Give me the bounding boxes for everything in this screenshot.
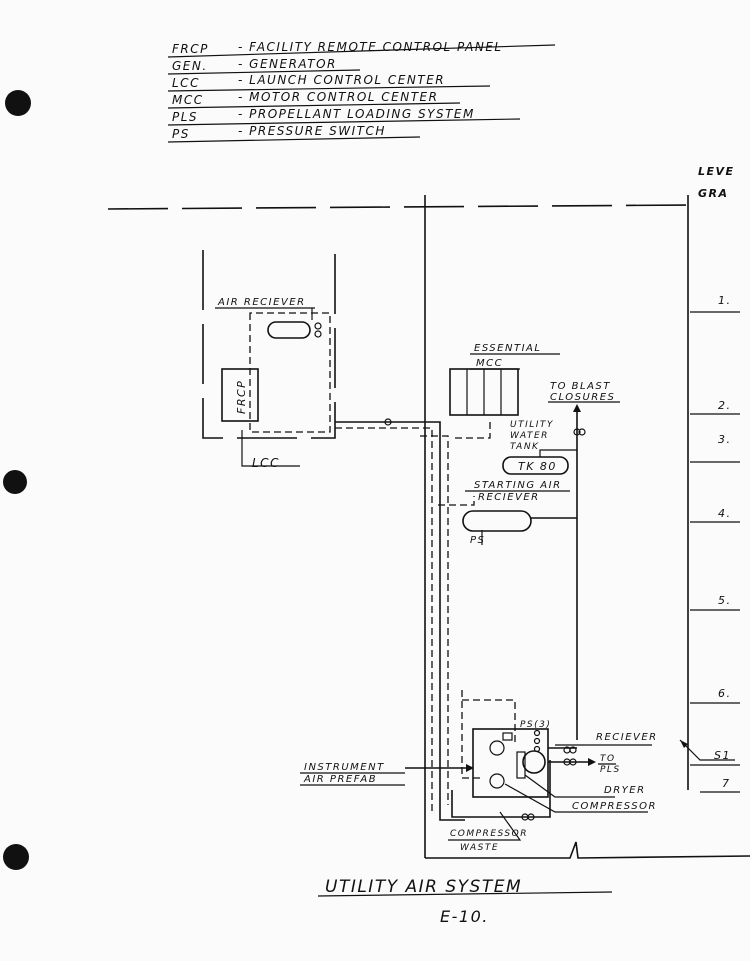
legend-abbr: PS xyxy=(172,127,190,141)
frcp-panel xyxy=(221,368,259,422)
level-label: 2. xyxy=(718,399,732,412)
level-header: GRA xyxy=(698,187,729,200)
abbreviation-legend: FRCP - FACILITY REMOTE CONTROL PANEL GEN… xyxy=(167,40,556,143)
starting-air-receiver xyxy=(462,510,532,532)
starting-receiver-label: RECIEVER xyxy=(478,492,540,503)
lcc-label: LCC xyxy=(252,456,280,470)
air-prefab-label: AIR PREFAB xyxy=(303,774,377,785)
legend-abbr: PLS xyxy=(172,110,198,124)
instrument-label: INSTRUMENT xyxy=(304,762,385,773)
legend-meaning: - PROPELLANT LOADING SYSTEM xyxy=(238,107,475,121)
dryer xyxy=(516,751,526,779)
ps3-label: PS(3) xyxy=(520,720,551,730)
legend-meaning: - MOTOR CONTROL CENTER xyxy=(238,90,438,104)
dryer-label: DRYER xyxy=(604,785,646,796)
binder-hole xyxy=(3,844,29,870)
legend-abbr: FRCP xyxy=(172,42,209,56)
to-label: TO xyxy=(600,754,616,764)
binder-hole xyxy=(5,90,31,116)
tank-label: TANK xyxy=(510,442,539,452)
page-number: E-10. xyxy=(440,907,489,926)
air-receiver-tank xyxy=(267,321,311,339)
legend-meaning: - FACILITY REMOTE CONTROL PANEL xyxy=(238,40,503,54)
utility-label: UTILITY xyxy=(510,420,554,430)
legend-meaning: - LAUNCH CONTROL CENTER xyxy=(238,73,445,87)
level-label: 7 xyxy=(722,777,731,790)
pls-label: PLS xyxy=(600,765,621,775)
closures-label: CLOSURES xyxy=(550,392,615,403)
compressor-waste-label: COMPRESSOR xyxy=(450,829,528,839)
level-label: 3. xyxy=(718,433,732,446)
legend-abbr: LCC xyxy=(172,76,200,90)
ps-label: PS xyxy=(470,535,485,546)
compressor-label: COMPRESSOR xyxy=(572,801,657,812)
waste-label: WASTE xyxy=(460,843,499,853)
legend-abbr: MCC xyxy=(172,93,204,107)
legend-meaning: - GENERATOR xyxy=(238,57,337,71)
starting-air-label: STARTING AIR xyxy=(474,480,562,491)
level-header: LEVE xyxy=(698,165,735,178)
essential-label: ESSENTIAL xyxy=(474,343,541,354)
legend-abbr: GEN. xyxy=(172,59,208,73)
to-blast-label: TO BLAST xyxy=(550,381,611,392)
level-label: 1. xyxy=(718,294,732,307)
level-label: S1 xyxy=(714,749,731,762)
mcc-label: MCC xyxy=(476,358,503,369)
level-label: 6. xyxy=(718,687,732,700)
frcp-label: FRCP xyxy=(235,380,248,414)
level-labels: LEVE GRA 1. 2. 3. 4. 5. 6. S1 7 xyxy=(690,165,740,793)
water-label: WATER xyxy=(510,431,549,441)
receiver-vessel xyxy=(522,750,546,774)
level-label: 5. xyxy=(718,594,732,607)
legend-meaning: - PRESSURE SWITCH xyxy=(238,124,386,138)
receiver-label: RECIEVER xyxy=(596,732,658,743)
diagram-title: UTILITY AIR SYSTEM xyxy=(325,877,522,897)
tank-id-label: TK 80 xyxy=(518,460,557,473)
utility-water-tank xyxy=(502,456,569,475)
compressor xyxy=(489,740,505,756)
air-receiver-label: AIR RECIEVER xyxy=(217,297,306,308)
compressor-skid xyxy=(472,728,549,798)
level-label: 4. xyxy=(718,507,732,520)
binder-hole xyxy=(3,470,27,494)
